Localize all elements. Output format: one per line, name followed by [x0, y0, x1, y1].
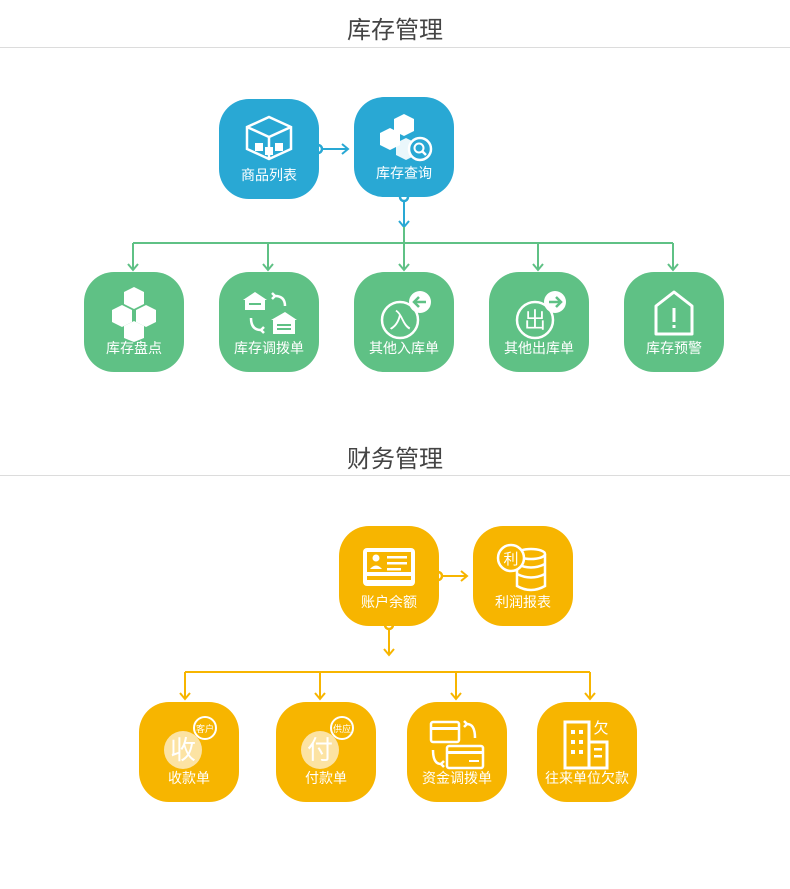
- payment-glyph: 付: [307, 736, 333, 766]
- account-card-icon: [363, 548, 415, 586]
- inventory-section-title: 库存管理: [347, 16, 443, 44]
- node-inventory-query[interactable]: 库存查询: [354, 97, 454, 197]
- connector-list-to-query: [312, 143, 350, 155]
- node-product-list[interactable]: 商品列表: [219, 99, 319, 199]
- node-account-balance[interactable]: 账户余额: [339, 526, 439, 626]
- node-profit-report[interactable]: 利 利润报表: [473, 526, 573, 626]
- debt-glyph: 欠: [593, 719, 608, 737]
- stock-out-glyph: 出: [524, 309, 546, 334]
- finance-divider: [0, 475, 790, 476]
- profit-glyph: 利: [503, 550, 518, 568]
- warehouse-alert-icon: [654, 290, 694, 336]
- node-label: 其他出库单: [504, 341, 574, 357]
- receipt-icon: 收 客户: [164, 716, 217, 769]
- stock-in-icon: 入: [380, 291, 431, 340]
- card-transfer-icon: [429, 720, 485, 770]
- box-search-icon: [380, 114, 433, 162]
- node-label: 其他入库单: [369, 341, 439, 357]
- inventory-divider: [0, 47, 790, 48]
- finance-section-title: 财务管理: [347, 445, 443, 473]
- connector-balance-down: [383, 619, 395, 657]
- node-label: 库存盘点: [106, 341, 162, 357]
- node-label: 利润报表: [495, 595, 551, 611]
- node-label: 资金调拨单: [422, 771, 492, 787]
- node-label: 库存查询: [376, 166, 432, 182]
- boxes-icon: [245, 115, 293, 161]
- connector-query-down: [398, 191, 410, 229]
- node-inventory-alert[interactable]: 库存预警: [624, 272, 724, 372]
- payment-icon: 付 供应: [301, 716, 354, 769]
- truck-transfer-icon: [243, 292, 297, 334]
- node-label: 商品列表: [241, 168, 297, 184]
- node-inventory-transfer[interactable]: 库存调拨单: [219, 272, 319, 372]
- stock-in-glyph: 入: [389, 309, 411, 334]
- node-label: 库存调拨单: [234, 341, 304, 357]
- node-other-stock-out[interactable]: 出 其他出库单: [489, 272, 589, 372]
- node-label: 收款单: [168, 771, 210, 787]
- payment-badge: 供应: [333, 723, 351, 735]
- node-label: 付款单: [305, 771, 347, 787]
- profit-coins-icon: 利: [496, 543, 547, 592]
- connector-inventory-bus: [127, 227, 679, 272]
- node-stocktaking[interactable]: 库存盘点: [84, 272, 184, 372]
- node-fund-transfer[interactable]: 资金调拨单: [407, 702, 507, 802]
- receipt-glyph: 收: [170, 736, 196, 766]
- stock-out-icon: 出: [515, 291, 566, 340]
- receipt-badge: 客户: [196, 723, 214, 735]
- node-receipt[interactable]: 收 客户 收款单: [139, 702, 239, 802]
- node-other-stock-in[interactable]: 入 其他入库单: [354, 272, 454, 372]
- connector-finance-bus: [179, 671, 596, 701]
- node-label: 账户余额: [361, 595, 417, 611]
- node-label: 往来单位欠款: [545, 771, 629, 787]
- node-counterparty-debt[interactable]: 欠 往来单位欠款: [537, 702, 637, 802]
- stacked-boxes-icon: [112, 287, 156, 342]
- node-label: 库存预警: [646, 341, 702, 357]
- node-payment[interactable]: 付 供应 付款单: [276, 702, 376, 802]
- building-debt-icon: 欠: [563, 719, 609, 770]
